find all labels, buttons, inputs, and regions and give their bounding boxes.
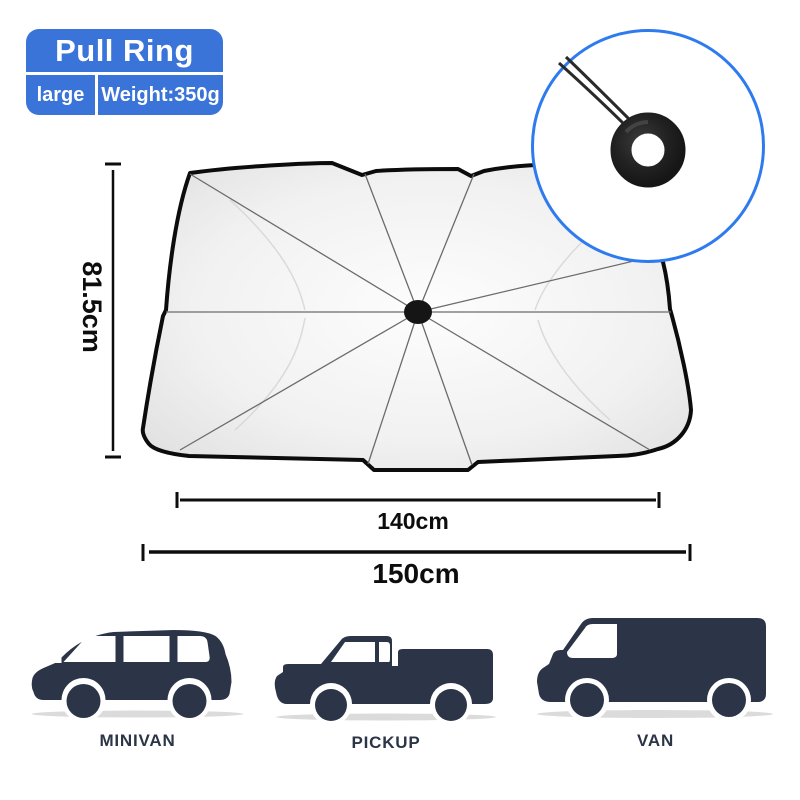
van-icon bbox=[537, 618, 773, 722]
badge-weight-label: Weight:350g bbox=[101, 84, 220, 106]
outer-width-dimension-line bbox=[141, 544, 692, 561]
ring-highlight bbox=[624, 120, 649, 134]
pull-ring-icon bbox=[557, 55, 686, 188]
vehicle-minivan: MINIVAN bbox=[25, 620, 250, 751]
inner-width-dimension-line bbox=[175, 492, 661, 508]
umbrella-hub-icon bbox=[404, 300, 432, 324]
height-dimension-label: 81.5cm bbox=[77, 261, 107, 353]
badge-title: Pull Ring bbox=[26, 29, 223, 75]
pull-cord-icon bbox=[557, 55, 639, 133]
pickup-label: PICKUP bbox=[351, 733, 421, 752]
product-badge: Pull Ring large Weight:350g bbox=[26, 29, 223, 115]
panel-crease-lines bbox=[229, 199, 611, 431]
minivan-icon bbox=[31, 630, 244, 722]
badge-size-label: large bbox=[26, 75, 98, 115]
pickup-icon bbox=[274, 636, 496, 725]
pull-ring-inset bbox=[531, 29, 765, 263]
inner-width-dimension-label: 140cm bbox=[377, 508, 449, 534]
vehicle-van: VAN bbox=[533, 606, 778, 751]
vehicle-pickup: PICKUP bbox=[270, 622, 502, 753]
outer-width-dimension-label: 150cm bbox=[372, 558, 460, 589]
minivan-label: MINIVAN bbox=[99, 731, 176, 750]
van-label: VAN bbox=[636, 731, 675, 750]
umbrella-ribs bbox=[166, 173, 671, 466]
height-dimension-line bbox=[105, 162, 121, 459]
badge-info-row: large Weight:350g bbox=[26, 75, 223, 115]
